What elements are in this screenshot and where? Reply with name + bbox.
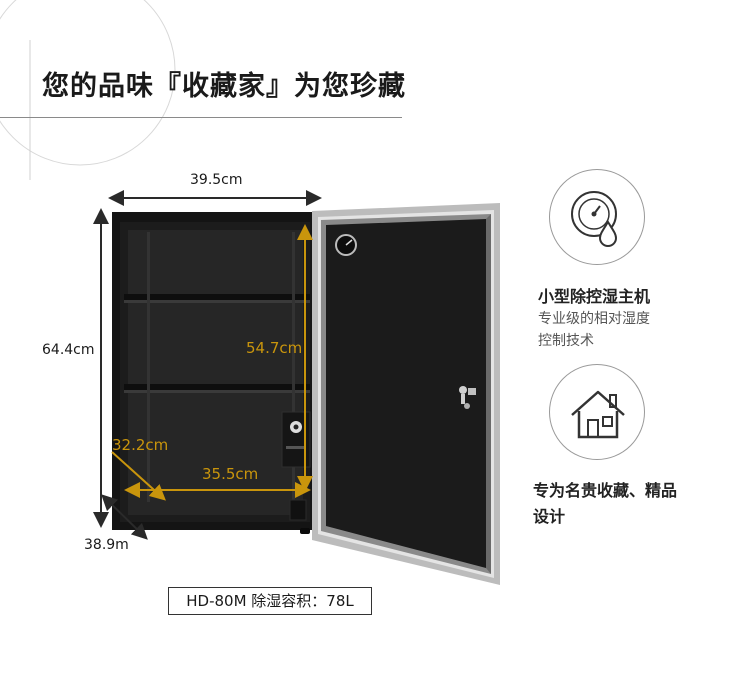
house-icon (549, 364, 645, 460)
model-capacity-label: HD-80M 除湿容积：78L (168, 587, 372, 615)
headline-divider (0, 117, 402, 118)
gauge-drop-icon (549, 169, 645, 265)
feature-2-description: 专为名贵收藏、精品 设计 (533, 481, 678, 526)
height-dimension-label: 64.4cm (42, 342, 95, 358)
page-headline: 您的品味『收藏家』为您珍藏 (42, 71, 406, 102)
feature-1-description: 专业级的相对湿度 控制技术 (538, 311, 650, 349)
interior-depth-label: 32.2cm (112, 436, 169, 454)
feature-1-title: 小型除控湿主机 (538, 287, 651, 306)
depth-dimension-label: 38.9m (84, 537, 129, 553)
interior-height-label: 54.7cm (246, 339, 303, 357)
cabinet-door (312, 203, 500, 585)
cabinet-body (112, 212, 320, 534)
interior-width-label: 35.5cm (202, 465, 259, 483)
width-dimension-label: 39.5cm (190, 172, 243, 188)
